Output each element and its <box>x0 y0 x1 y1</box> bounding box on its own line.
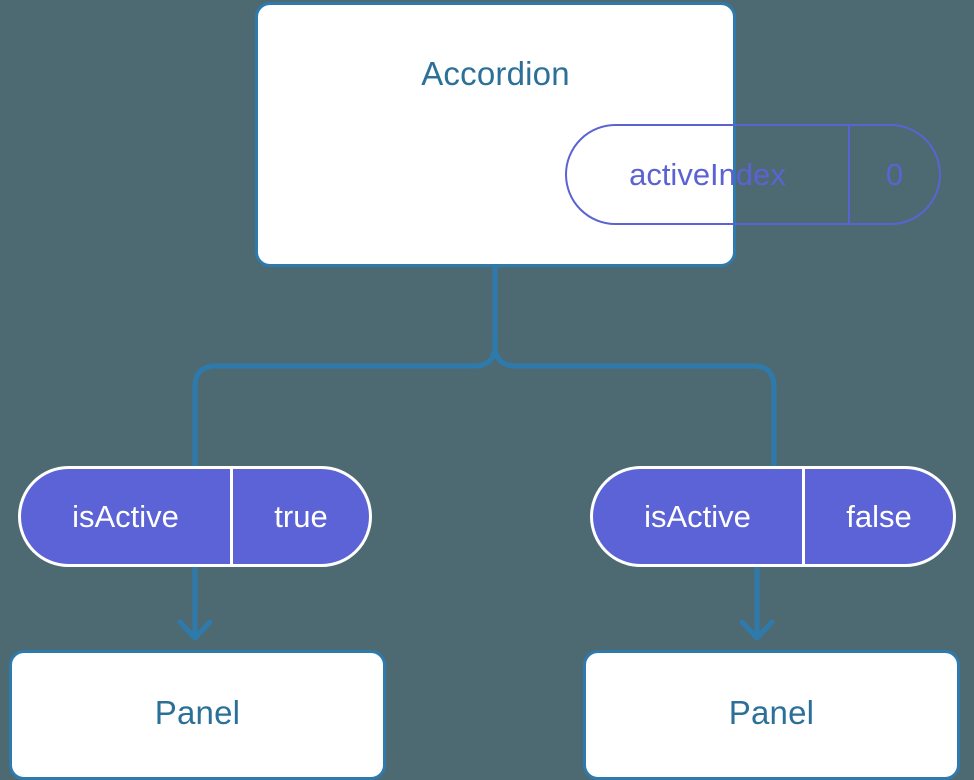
prop-pill-is-active-false[interactable]: isActive false <box>590 466 956 567</box>
panel-title-left: Panel <box>154 694 241 731</box>
panel-component-card-right[interactable]: Panel <box>583 650 960 780</box>
prop-pill-is-active-true[interactable]: isActive true <box>18 466 372 567</box>
prop-value-is-active-left: true <box>274 498 328 534</box>
prop-key-is-active-left: isActive <box>21 469 233 564</box>
tree-branch-connector <box>192 264 498 469</box>
prop-key-is-active-right: isActive <box>593 469 805 564</box>
prop-value-is-active-right: false <box>846 498 912 534</box>
accordion-state-pill[interactable]: activeIndex 0 <box>565 124 941 225</box>
accordion-title: Accordion <box>421 55 570 92</box>
arrow-head-right <box>739 619 775 641</box>
tree-branch-connector-right <box>492 264 777 469</box>
panel-title-right: Panel <box>728 694 815 731</box>
arrow-head-left <box>177 619 213 641</box>
accordion-component-card[interactable]: Accordion activeIndex 0 <box>255 2 941 267</box>
panel-component-card-left[interactable]: Panel <box>9 650 386 780</box>
state-key-active-index: activeIndex <box>567 126 850 223</box>
state-value-active-index: 0 <box>885 156 904 192</box>
